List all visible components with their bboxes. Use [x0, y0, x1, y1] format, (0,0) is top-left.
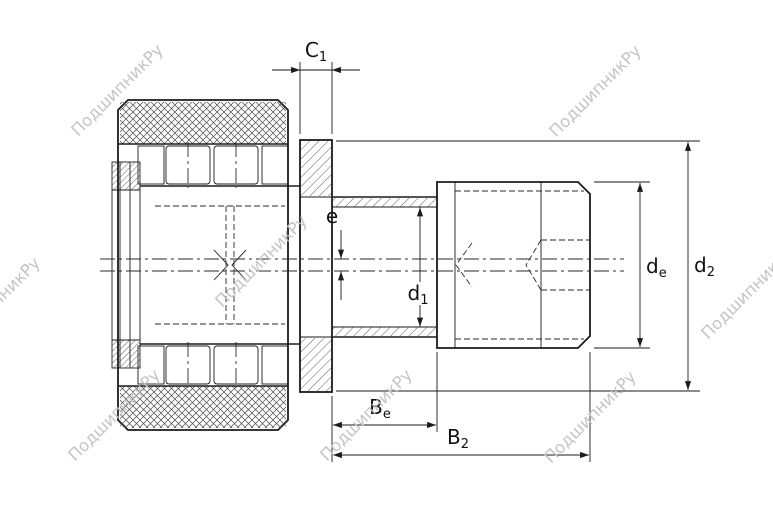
label-d1: d1 [408, 281, 429, 308]
dimension-d1: d1 [404, 207, 434, 327]
threaded-end [436, 181, 591, 349]
label-e: e [326, 204, 338, 228]
watermark-text: ПодшипникРу [697, 243, 773, 343]
label-b2: B2 [447, 425, 469, 452]
dimension-e: e [326, 204, 345, 300]
label-d2: d2 [694, 253, 715, 280]
stud-shank [332, 196, 437, 338]
dimension-de: de [594, 181, 667, 349]
dimension-c1: C1 [272, 38, 360, 134]
needle-rollers [165, 142, 259, 388]
dimension-be: Be [331, 352, 438, 462]
dimension-d2: d2 [336, 140, 715, 392]
watermark-text: ПодшипникРу [545, 41, 645, 141]
centerlines [100, 258, 624, 272]
flange [299, 139, 333, 393]
dimension-b2: B2 [333, 352, 591, 462]
label-be: Be [369, 395, 391, 422]
label-c1: C1 [305, 38, 327, 65]
label-de: de [646, 254, 667, 281]
watermark-text: ПодшипникРу [0, 253, 44, 353]
roller-outer-ring [117, 99, 289, 431]
stud-through-roller [140, 185, 300, 345]
stud-left-end [111, 161, 141, 369]
